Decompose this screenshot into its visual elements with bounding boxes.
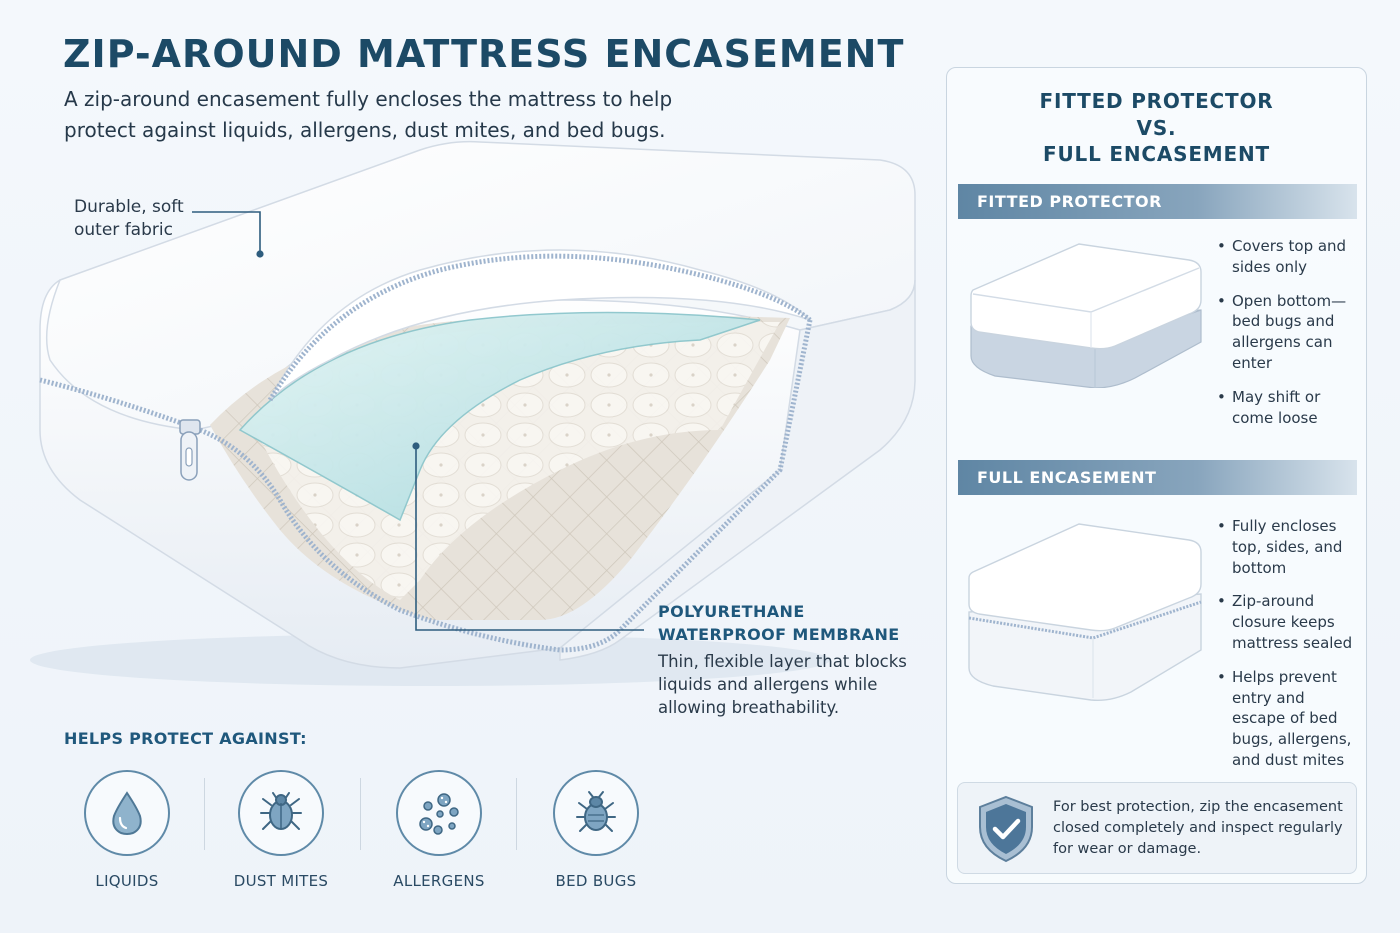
protect-icons-row: LIQUIDS DUST MITES [64, 770, 684, 890]
fabric-callout: Durable, soft outer fabric [74, 196, 184, 242]
mattress-illustration [30, 140, 916, 686]
protect-label: BED BUGS [555, 872, 637, 890]
full-encasement-bullets: Fully encloses top, sides, and bottom Zi… [1217, 516, 1362, 784]
protect-label: ALLERGENS [393, 872, 485, 890]
encasement-flap [269, 249, 811, 401]
protect-divider [516, 778, 517, 850]
fabric-callout-line [192, 211, 261, 254]
protect-label: DUST MITES [233, 872, 329, 890]
page-subtitle: A zip-around encasement fully encloses t… [64, 87, 673, 142]
fabric-callout-dot [256, 250, 264, 258]
fitted-protector-illustration [970, 243, 1202, 388]
protect-label: LIQUIDS [95, 872, 159, 890]
protect-divider [360, 778, 361, 850]
membrane-title-line-2: WATERPROOF MEMBRANE [658, 625, 900, 644]
shield-check-icon [979, 795, 1033, 863]
comparison-panel: FITTED PROTECTOR VS. FULL ENCASEMENT FIT… [946, 67, 1367, 884]
fitted-bullet: Open bottom—bed bugs and allergens can e… [1217, 291, 1362, 374]
comparison-title-line-1: FITTED PROTECTOR [1039, 89, 1274, 113]
allergen-particles-icon [419, 793, 459, 835]
full-bullet: Helps prevent entry and escape of bed bu… [1217, 667, 1362, 771]
bed-bug-icon [576, 791, 616, 832]
zipper-track-flap [267, 253, 812, 402]
fitted-bullet: May shift or come loose [1217, 387, 1362, 429]
full-encasement-band: FULL ENCASEMENT [958, 460, 1357, 495]
full-encasement-illustration [968, 523, 1202, 702]
protect-item-bed-bugs: BED BUGS [531, 770, 661, 890]
protect-heading: HELPS PROTECT AGAINST: [64, 729, 307, 748]
protect-circle [238, 770, 324, 856]
membrane-callout-text: Thin, flexible layer that blocks liquids… [658, 652, 907, 717]
tip-box: For best protection, zip the encasement … [957, 782, 1357, 874]
protect-item-liquids: LIQUIDS [62, 770, 192, 890]
membrane-callout-dot [412, 442, 420, 450]
protect-circle [553, 770, 639, 856]
protect-circle [396, 770, 482, 856]
membrane-callout-line [415, 446, 644, 631]
protect-item-allergens: ALLERGENS [374, 770, 504, 890]
zipper-pull-icon [179, 419, 201, 481]
tip-text: For best protection, zip the encasement … [1053, 799, 1343, 857]
encasement-right-side [559, 279, 916, 661]
zipper-track-side [618, 319, 813, 632]
fitted-bullet: Covers top and sides only [1217, 236, 1362, 278]
protect-divider [204, 778, 205, 850]
fitted-protector-bullets: Covers top and sides only Open bottom—be… [1217, 236, 1362, 441]
fabric-callout-line-1: Durable, soft [74, 197, 184, 217]
full-bullet: Zip-around closure keeps mattress sealed [1217, 591, 1362, 653]
comparison-title: FITTED PROTECTOR VS. FULL ENCASEMENT [947, 88, 1366, 168]
page-title: ZIP-AROUND MATTRESS ENCASEMENT [63, 32, 905, 76]
dust-mite-icon [260, 792, 302, 830]
membrane-callout-title: POLYURETHANE WATERPROOF MEMBRANE [658, 600, 900, 646]
membrane-title-line-1: POLYURETHANE [658, 602, 805, 621]
full-bullet: Fully encloses top, sides, and bottom [1217, 516, 1362, 578]
fabric-callout-line-2: outer fabric [74, 220, 173, 240]
water-drop-icon [112, 791, 142, 835]
waterproof-membrane [238, 311, 761, 522]
protect-circle [84, 770, 170, 856]
comparison-title-line-3: FULL ENCASEMENT [1043, 142, 1270, 166]
protect-item-dust-mites: DUST MITES [216, 770, 346, 890]
comparison-title-line-2: VS. [1136, 115, 1177, 140]
fitted-protector-band: FITTED PROTECTOR [958, 184, 1357, 219]
